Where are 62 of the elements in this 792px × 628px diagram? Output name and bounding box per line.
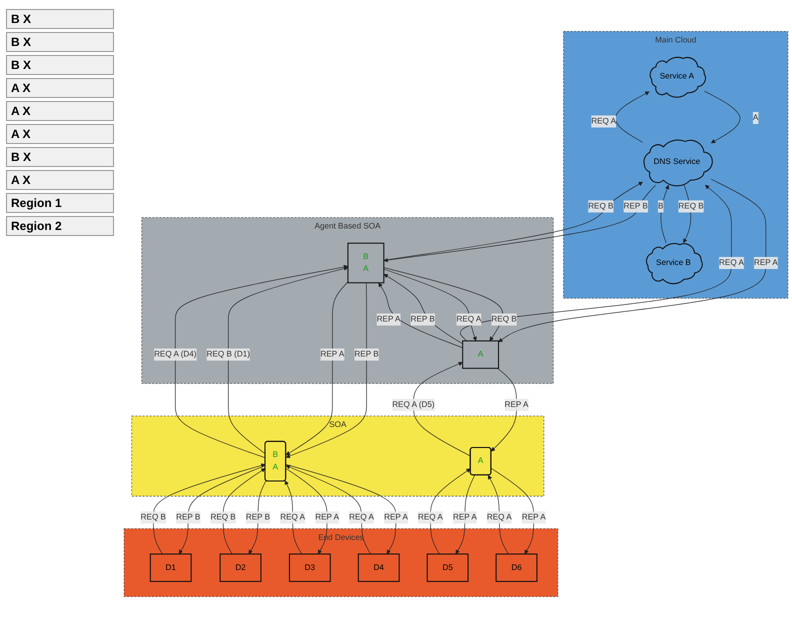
- node-box: A: [462, 340, 500, 369]
- edge-label: REP A: [315, 512, 339, 522]
- node-box: D4: [358, 554, 400, 582]
- edge-label: REP A: [754, 258, 778, 268]
- note-label: B X: [6, 32, 114, 52]
- note-label: A X: [6, 101, 114, 121]
- node-box: D1: [150, 554, 192, 582]
- edge-label: REQ B: [210, 512, 236, 522]
- edge-label: REP B: [176, 512, 200, 522]
- arrow: [498, 178, 766, 342]
- node-box: B A: [347, 242, 384, 284]
- edge-label: REQ A: [719, 258, 744, 268]
- arrow: [490, 468, 534, 554]
- note-label: A X: [6, 170, 114, 190]
- edge-label: REP A: [384, 512, 408, 522]
- edge-label: A: [752, 113, 758, 122]
- note-label: Region 2: [6, 216, 114, 236]
- edge-label: REP A: [452, 512, 477, 522]
- edge-label: REQ A: [456, 315, 482, 324]
- arrow: [384, 274, 463, 344]
- edge-label: REQ A: [418, 512, 443, 522]
- arrow: [456, 474, 475, 554]
- note-label: B X: [6, 9, 114, 29]
- note-label: A X: [6, 124, 114, 144]
- edge-label: REQ B: [588, 202, 614, 210]
- edge-label: REQ A (D4): [154, 350, 196, 359]
- edge-label: REP B: [246, 512, 270, 522]
- edge-label: REQ B: [491, 315, 517, 324]
- edge-label: REQ B (D1): [206, 350, 250, 359]
- arrow: [430, 468, 471, 554]
- note-label: Region 1: [6, 193, 114, 213]
- arrow: [384, 268, 477, 342]
- edge-label: REQ A: [591, 116, 616, 126]
- node-box: D5: [426, 554, 469, 582]
- edge-label: REP A: [376, 315, 400, 324]
- edge-label: REP B: [410, 315, 435, 324]
- note-label: B X: [6, 147, 114, 167]
- edge-label: REP B: [354, 350, 379, 359]
- edge-label: REP A: [504, 400, 528, 409]
- arrow: [704, 90, 740, 144]
- edge-label: REQ B: [678, 202, 704, 210]
- edge-label: REQ A: [349, 512, 374, 522]
- node-box: D6: [496, 554, 538, 582]
- arrow: [490, 368, 517, 452]
- edge-label: REQ B: [140, 512, 166, 522]
- edge-label: REQ A: [280, 512, 306, 522]
- note-label: A X: [6, 78, 114, 98]
- arrow: [660, 184, 670, 244]
- edge-label: REP A: [320, 350, 344, 359]
- node-box: D2: [220, 554, 262, 582]
- arrow: [384, 267, 504, 342]
- arrow: [378, 282, 463, 348]
- edge-label: REP B: [624, 202, 648, 210]
- edge-label: REQ A (D5): [392, 400, 435, 409]
- edge-label: REP A: [522, 512, 546, 522]
- note-label: B X: [6, 55, 114, 75]
- edge-label: B: [658, 202, 664, 210]
- arrow: [413, 362, 471, 456]
- edge-label: REQ A: [486, 512, 512, 522]
- arrow: [615, 91, 650, 143]
- node-box: D3: [288, 554, 331, 582]
- arrow: [286, 282, 367, 458]
